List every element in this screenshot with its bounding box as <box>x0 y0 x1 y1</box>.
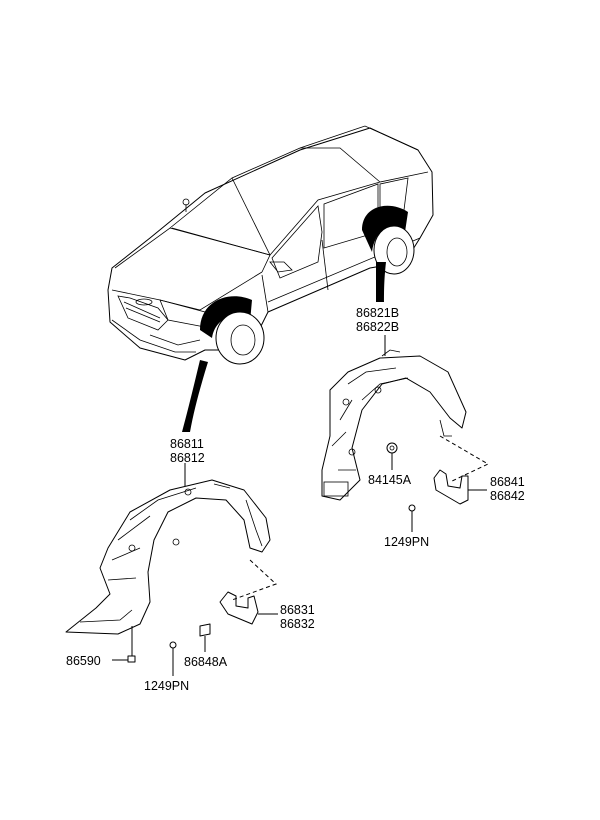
rear-liner-pointer <box>376 262 386 302</box>
label-86831: 86831 <box>280 603 315 617</box>
label-86842: 86842 <box>490 489 525 503</box>
label-86821b: 86821B <box>356 306 399 320</box>
front-wheel-liner <box>65 479 271 635</box>
label-front-1249pn: 1249PN <box>144 679 189 693</box>
label-86848a: 86848A <box>184 655 228 669</box>
rear-nut-84145a <box>386 442 398 454</box>
label-86812: 86812 <box>170 451 205 465</box>
rear-wheel-liner <box>321 349 467 501</box>
label-86841: 86841 <box>490 475 525 489</box>
leader-lines <box>112 335 490 676</box>
car-illustration <box>107 125 434 365</box>
label-84145a: 84145A <box>368 473 412 487</box>
front-screw-1249pn <box>169 641 177 660</box>
front-liner-pointer <box>182 360 208 432</box>
front-bracket-86831 <box>219 591 259 625</box>
front-clip-86848a <box>199 623 211 637</box>
rear-bracket-86841 <box>433 469 469 505</box>
label-86822b: 86822B <box>356 320 399 334</box>
label-rear-1249pn: 1249PN <box>384 535 429 549</box>
front-grommet-86590 <box>127 655 136 663</box>
label-86590: 86590 <box>66 654 101 668</box>
label-86832: 86832 <box>280 617 315 631</box>
label-86811: 86811 <box>170 437 204 451</box>
rear-screw-1249pn <box>408 504 416 522</box>
